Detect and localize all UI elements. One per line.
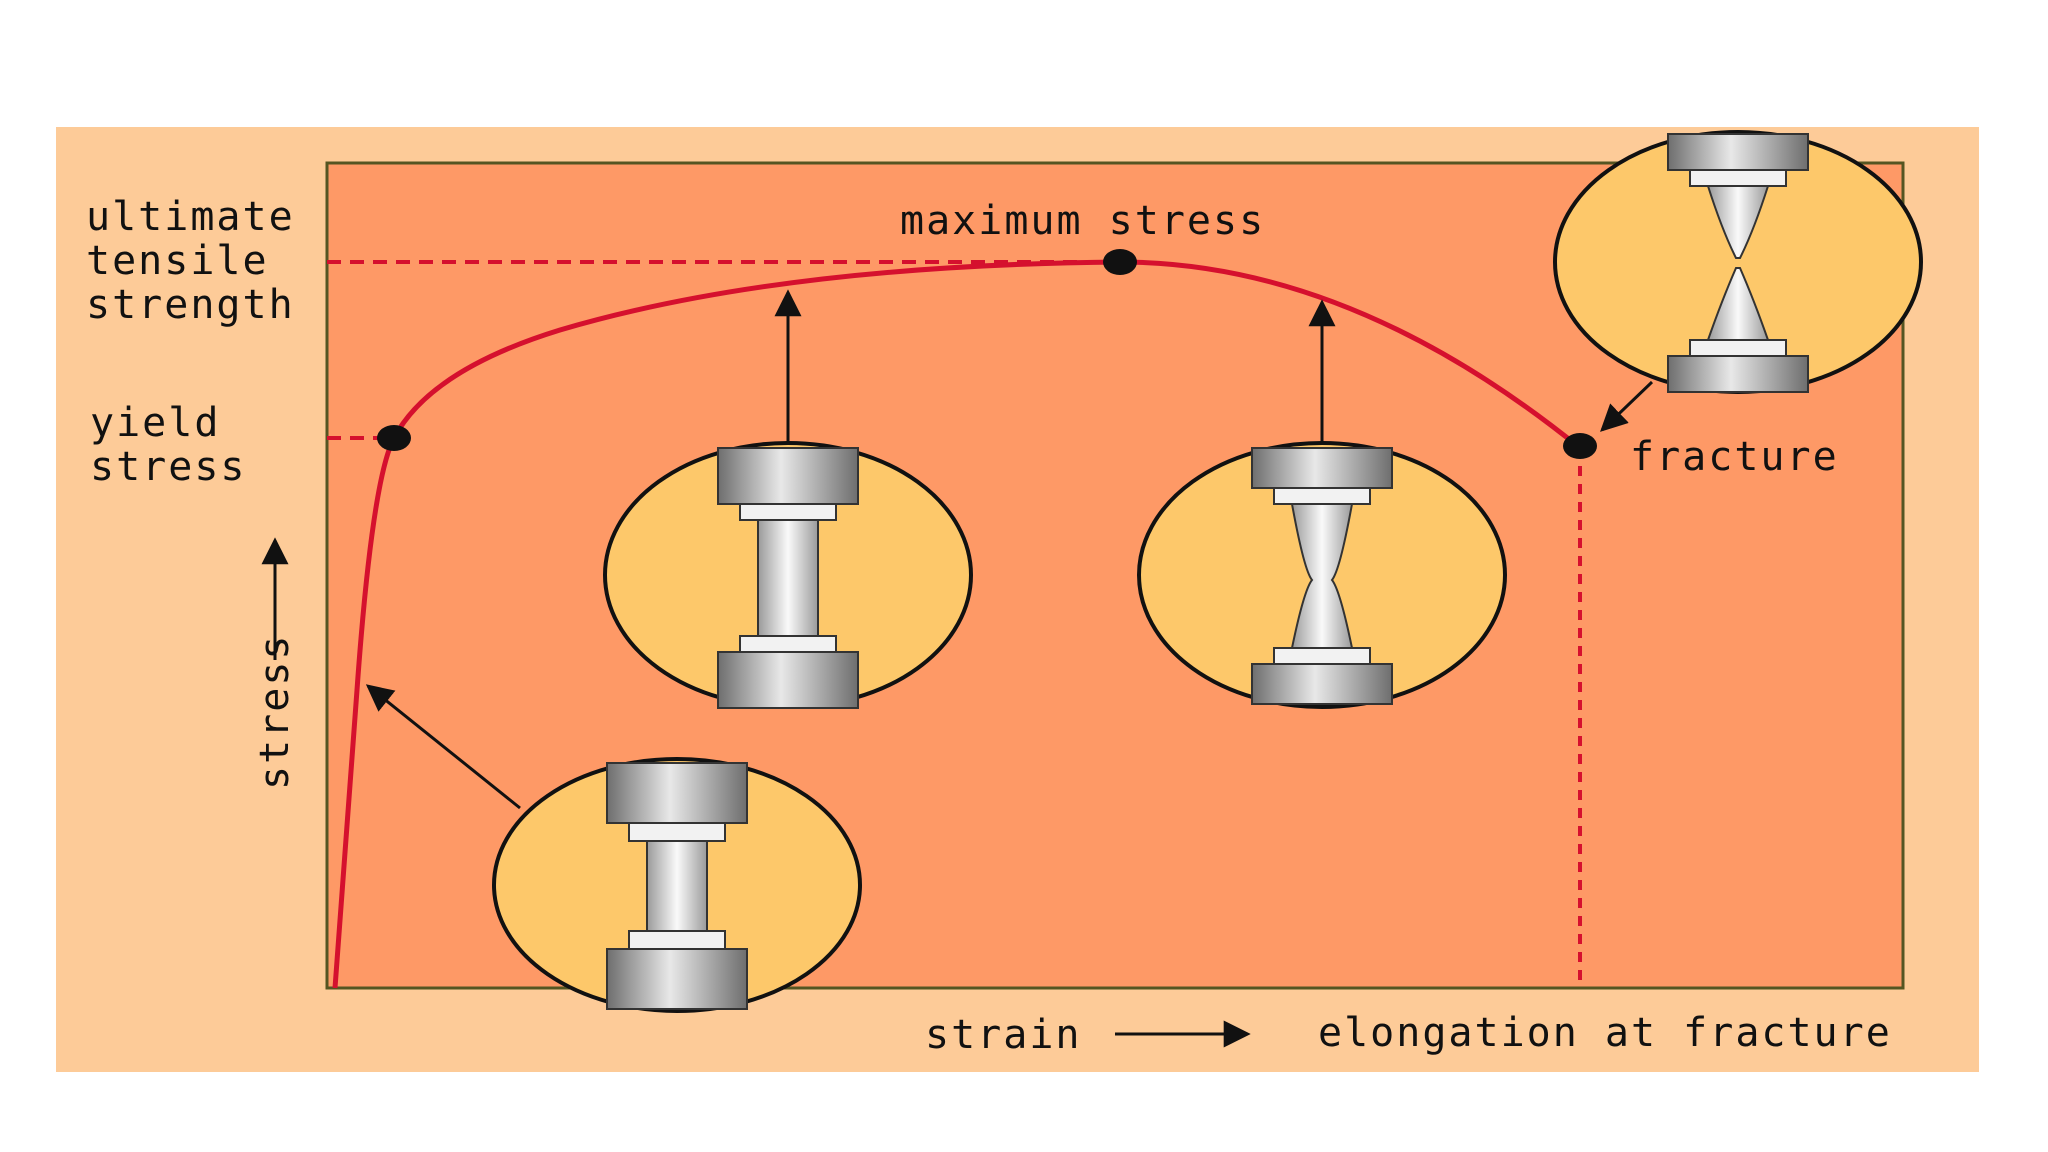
elongation-label: elongation at fracture bbox=[1318, 1010, 1892, 1056]
fracture-specimen bbox=[1553, 130, 1923, 394]
yield-label-line1: yield bbox=[90, 400, 220, 446]
fracture-point bbox=[1563, 433, 1597, 459]
plastic-specimen bbox=[603, 441, 973, 709]
elastic-arrow bbox=[365, 684, 521, 810]
maximum-stress-label: maximum stress bbox=[900, 198, 1265, 244]
uts-label-line3: strength bbox=[86, 282, 295, 328]
strain-axis-label: strain bbox=[925, 1012, 1082, 1058]
stress-strain-curve bbox=[332, 259, 1582, 989]
yield-point bbox=[377, 425, 411, 451]
maximum-stress-point bbox=[1103, 249, 1137, 275]
yield-label-line2: stress bbox=[90, 444, 247, 490]
uts-label-line1: ultimate bbox=[86, 194, 295, 240]
fracture-label: fracture bbox=[1630, 434, 1839, 480]
uts-label-line2: tensile bbox=[86, 238, 269, 284]
fracture-arrow bbox=[1600, 380, 1654, 432]
elastic-specimen bbox=[492, 757, 862, 1013]
stress-axis-label: stress bbox=[252, 634, 298, 791]
necking-specimen bbox=[1137, 441, 1507, 709]
